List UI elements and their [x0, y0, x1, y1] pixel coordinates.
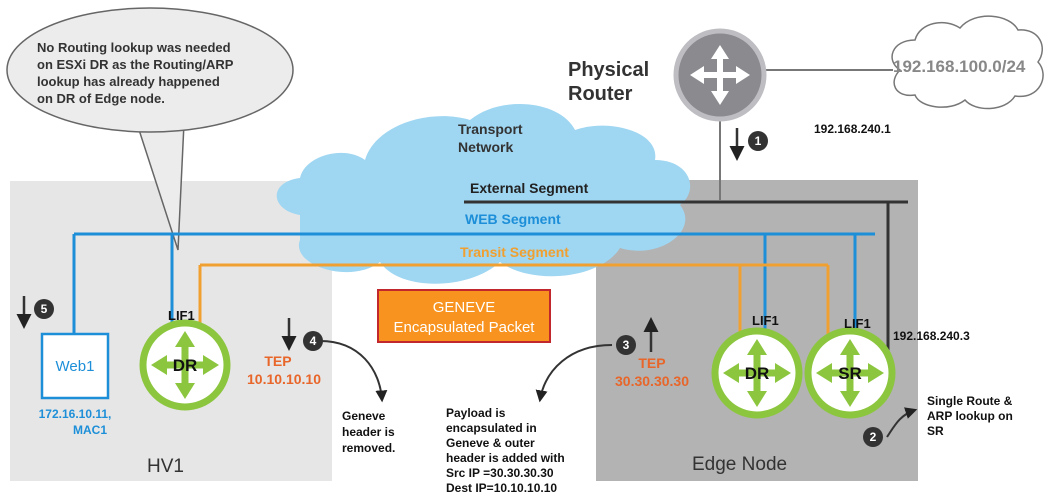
- hv1-name-label: HV1: [147, 456, 184, 477]
- step-1-badge: [748, 131, 768, 151]
- web1-mac-label: MAC1: [73, 423, 107, 437]
- hv1-dr-label: DR: [173, 356, 198, 375]
- step-2-badge: [863, 427, 883, 447]
- step3-note-line-6: Dest IP=10.10.10.10: [446, 481, 557, 495]
- web-segment-label: WEB Segment: [465, 211, 561, 227]
- edge-dr-label: DR: [745, 364, 770, 383]
- geneve-box: [377, 289, 551, 343]
- step3-note-line-5: Src IP =30.30.30.30: [446, 466, 554, 480]
- external-cloud: [891, 15, 1044, 110]
- hv1-tep-label: TEP: [264, 353, 291, 369]
- web1-label: Web1: [56, 358, 95, 375]
- callout-line-3: lookup has already happened: [37, 74, 220, 89]
- router-label-line-2: Router: [568, 83, 633, 105]
- edge-tep-label: TEP: [638, 355, 665, 371]
- external-network-label: 192.168.100.0/24: [893, 57, 1026, 76]
- callout-line-2: on ESXi DR as the Routing/ARP: [37, 57, 234, 72]
- router-label-line-1: Physical: [568, 59, 649, 81]
- edge-sr-label: SR: [838, 364, 862, 383]
- transport-cloud: [276, 103, 691, 284]
- callout-bubble: [6, 7, 294, 133]
- step2-note-line-2: ARP lookup on: [927, 409, 1013, 423]
- geneve-label-line-1: GENEVE: [433, 299, 496, 316]
- sr-ip-label: 192.168.240.3: [893, 329, 970, 343]
- callout-line-1: No Routing lookup was needed: [37, 40, 231, 55]
- step-2-number: 2: [870, 430, 877, 444]
- step4-note-line-2: header is: [342, 425, 395, 439]
- callout-line-4: on DR of Edge node.: [37, 91, 165, 106]
- step2-note-line-3: SR: [927, 424, 944, 438]
- hv1-lif-label: LIF1: [168, 308, 195, 323]
- step-4-number: 4: [310, 334, 317, 348]
- step-5-number: 5: [41, 302, 48, 316]
- transit-segment-label: Transit Segment: [460, 244, 569, 260]
- step3-note-line-4: header is added with: [446, 451, 565, 465]
- step-4-badge: [303, 331, 323, 351]
- step3-note-line-2: encapsulated in: [446, 421, 537, 435]
- external-segment-label: External Segment: [470, 180, 589, 196]
- step-3-number: 3: [623, 338, 630, 352]
- edge-dr-lif-label: LIF1: [752, 313, 779, 328]
- step3-note-line-3: Geneve & outer: [446, 436, 535, 450]
- transport-label-line-1: Transport: [458, 121, 523, 137]
- step2-note-line-1: Single Route &: [927, 394, 1013, 408]
- step4-note-line-3: removed.: [342, 441, 395, 455]
- web1-ip-label: 172.16.10.11,: [39, 407, 112, 421]
- edge-name-label: Edge Node: [692, 454, 787, 475]
- step-3-badge: [616, 335, 636, 355]
- transport-label-line-2: Network: [458, 139, 513, 155]
- geneve-label-line-2: Encapsulated Packet: [394, 319, 536, 336]
- step4-note-line-1: Geneve: [342, 409, 386, 423]
- edge-tep-ip: 30.30.30.30: [615, 373, 689, 389]
- web1-box: [40, 332, 110, 400]
- step-5-badge: [34, 299, 54, 319]
- step-1-number: 1: [755, 134, 762, 148]
- hv1-tep-ip: 10.10.10.10: [247, 371, 321, 387]
- router-ip-label: 192.168.240.1: [814, 122, 891, 136]
- edge-sr-lif-label: LIF1: [844, 316, 871, 331]
- step3-note-line-1: Payload is: [446, 406, 506, 420]
